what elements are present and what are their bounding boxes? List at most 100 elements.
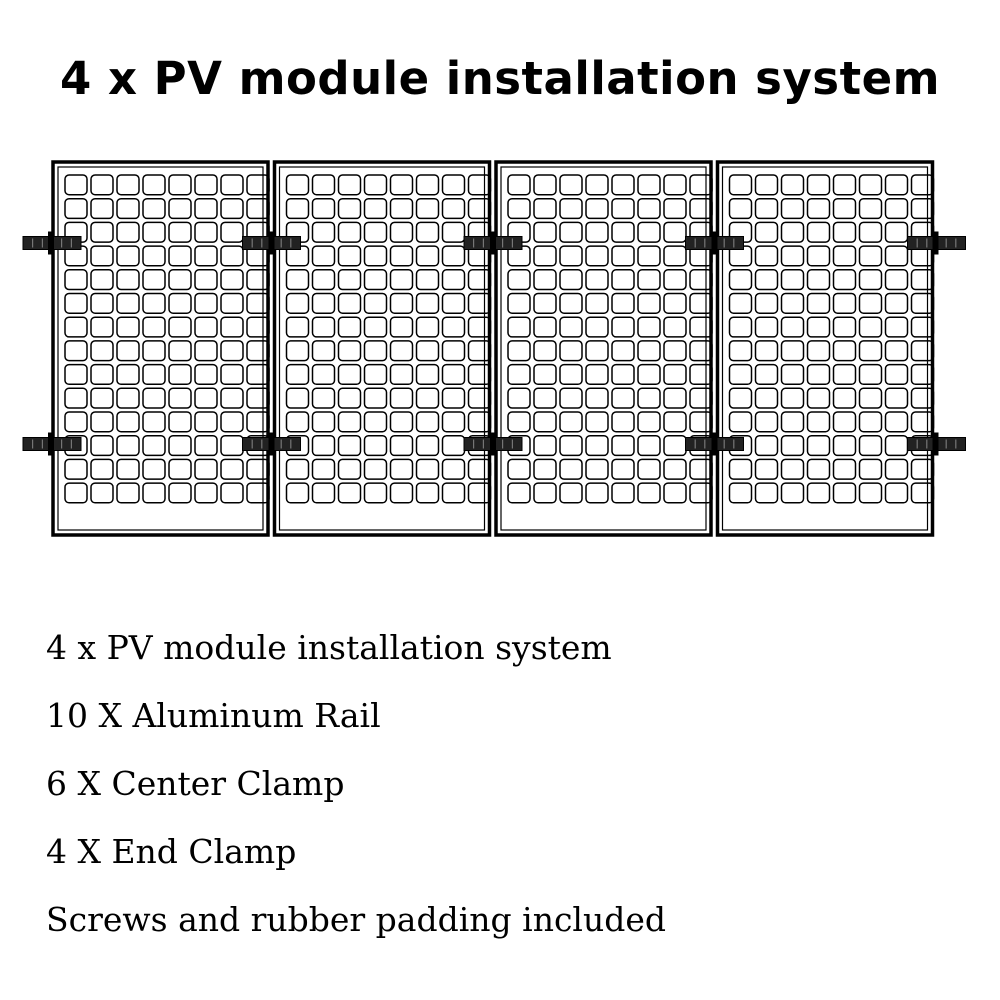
solar-cell [806,316,831,338]
solar-cell [754,363,779,386]
contents-item: 6 X Center Clamp [46,764,345,803]
solar-cell [415,387,440,409]
solar-cell [780,387,805,409]
solar-cell [285,292,310,314]
solar-cell [142,269,166,291]
solar-cell [90,245,114,267]
solar-cell [64,174,88,196]
solar-cell [585,316,609,338]
solar-cell [507,482,531,504]
solar-cell [415,221,440,243]
solar-cell [533,245,557,267]
solar-cell [637,411,661,433]
clamp-bolt [490,231,496,255]
solar-cell [884,221,909,243]
pv-modules [51,160,935,537]
solar-cell [754,482,779,504]
solar-cell [832,434,857,457]
solar-cell [415,363,440,386]
solar-cell [832,363,857,386]
solar-cell [689,292,713,314]
solar-cell [441,221,466,243]
solar-cell [220,245,244,267]
solar-cell [663,292,687,314]
solar-cell [910,482,935,504]
solar-cell [90,458,114,480]
solar-cell [194,458,218,480]
solar-cell [585,245,609,267]
solar-cell [884,340,909,362]
solar-cell [585,269,609,291]
solar-cell [64,363,88,386]
solar-cell [441,340,466,362]
solar-cell [220,174,244,196]
solar-cell [220,411,244,433]
solar-cell [363,411,388,433]
solar-cell [663,221,687,243]
solar-cell [337,316,362,338]
solar-cell [142,387,166,409]
solar-cell [910,340,935,362]
solar-cell [780,482,805,504]
solar-cell [507,292,531,314]
solar-cell [858,221,883,243]
solar-cell [311,174,336,196]
solar-cell [142,197,166,220]
solar-cell [467,197,492,220]
solar-cell [441,245,466,267]
module-frame [51,160,270,537]
solar-cell [168,340,192,362]
solar-cell [90,221,114,243]
solar-cell [637,340,661,362]
solar-cell [611,387,635,409]
solar-cell [389,292,414,314]
solar-cell [116,458,140,480]
solar-cell [389,174,414,196]
solar-cell [194,221,218,243]
solar-cell [611,174,635,196]
solar-cell [311,245,336,267]
solar-cell [689,411,713,433]
solar-cell [858,197,883,220]
solar-cell [507,269,531,291]
solar-cell [559,245,583,267]
solar-cell [780,363,805,386]
solar-cell [559,482,583,504]
solar-cell [246,269,270,291]
solar-cell [585,197,609,220]
solar-cell [689,387,713,409]
solar-cell [663,316,687,338]
solar-cell [910,292,935,314]
solar-cell [637,387,661,409]
solar-cell [754,411,779,433]
solar-cell [832,221,857,243]
solar-cell [90,316,114,338]
solar-cell [533,269,557,291]
solar-cell [467,363,492,386]
solar-cell [780,197,805,220]
solar-cell [806,434,831,457]
solar-cell [533,363,557,386]
solar-cell [311,221,336,243]
solar-cell [337,245,362,267]
solar-cell [90,292,114,314]
solar-cell [389,269,414,291]
solar-cell [689,197,713,220]
solar-cell [441,174,466,196]
solar-cell [220,292,244,314]
pv-module [715,160,935,537]
solar-cell [168,197,192,220]
solar-cell [884,174,909,196]
solar-cell [559,269,583,291]
solar-cell [754,434,779,457]
solar-cell [806,197,831,220]
solar-cell [194,434,218,457]
module-frame [715,160,935,537]
solar-cell [585,434,609,457]
solar-cell [663,245,687,267]
solar-cell [64,316,88,338]
center-clamp [685,432,744,456]
solar-cell [363,245,388,267]
solar-cell [285,269,310,291]
solar-cell [611,482,635,504]
